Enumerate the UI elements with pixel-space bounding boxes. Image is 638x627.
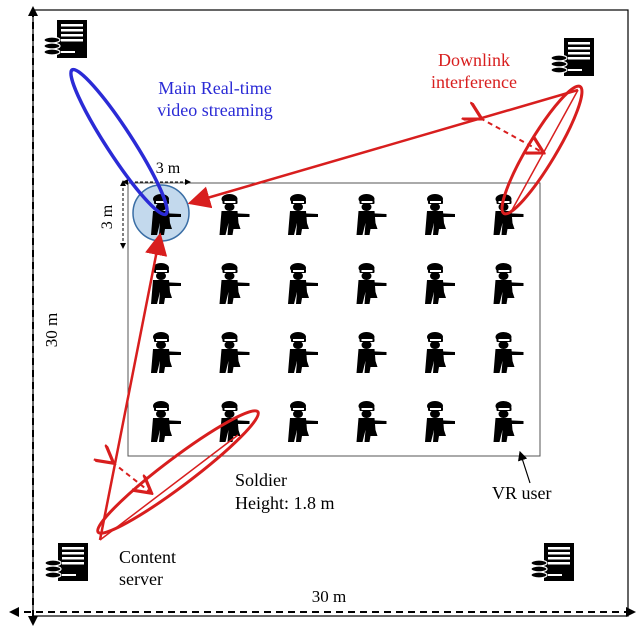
soldier-icon (425, 401, 455, 442)
main-stream-link (69, 67, 169, 217)
server-icon (550, 37, 595, 77)
soldier-icon (288, 194, 318, 235)
server-icon (530, 542, 575, 582)
soldier-icon (425, 263, 455, 304)
arrow-down-icon (120, 243, 126, 249)
content-server-label-line2: server (119, 569, 163, 589)
soldier-icon (151, 332, 181, 373)
room-height-label: 30 m (42, 313, 61, 347)
server-icon (44, 542, 89, 582)
server-icon (43, 19, 88, 59)
soldier-icon (356, 263, 387, 304)
soldier-icon (425, 332, 455, 373)
arrow-left-icon (9, 607, 19, 617)
soldier-icon (493, 401, 524, 442)
soldier-icon (288, 263, 318, 304)
soldier-icon (356, 332, 387, 373)
main-stream-label-line1: Main Real-time (158, 78, 271, 98)
soldier-icon (219, 263, 250, 304)
soldier-icon (151, 263, 181, 304)
content-server-label-line1: Content (119, 547, 176, 567)
soldier-icon (219, 194, 250, 235)
arrow-left-icon (122, 179, 128, 185)
interference-ray-top-short (511, 89, 579, 211)
soldier-area (127, 182, 541, 457)
soldier-icon (219, 401, 250, 442)
beam-width-indicator-bottom (112, 462, 150, 492)
soldier-icon (493, 263, 524, 304)
soldier-label-line1: Soldier (235, 470, 287, 490)
soldier-icon (219, 332, 250, 373)
soldier-icon (356, 401, 387, 442)
cell-width-label: 3 m (156, 160, 181, 177)
beam-width-indicator-top (480, 118, 542, 152)
vr-user-label: VR user (492, 483, 552, 503)
soldier-icon (151, 401, 181, 442)
soldier-icon (288, 332, 318, 373)
soldier-label-line2: Height: 1.8 m (235, 493, 335, 513)
soldier-icon (288, 401, 318, 442)
soldier-icon (356, 194, 387, 235)
cell-height-label: 3 m (99, 204, 116, 229)
arrow-down-icon (28, 616, 38, 626)
arrow-up-icon (120, 180, 126, 186)
downlink-label-line1: Downlink (438, 50, 510, 70)
vr-user-pointer (518, 450, 531, 484)
soldier-icon (493, 332, 524, 373)
arrow-right-icon (185, 179, 191, 185)
main-stream-label-line2: video streaming (157, 100, 272, 120)
room-width-label: 30 m (312, 587, 346, 606)
downlink-label-line2: interference (431, 72, 517, 92)
interference-beam-bottom (96, 409, 260, 535)
soldier-icon (425, 194, 455, 235)
arrow-right-icon (626, 607, 636, 617)
interference-ray-bottom-short (99, 434, 239, 541)
arrow-up-icon (28, 6, 38, 16)
soldier-grid (151, 194, 524, 442)
